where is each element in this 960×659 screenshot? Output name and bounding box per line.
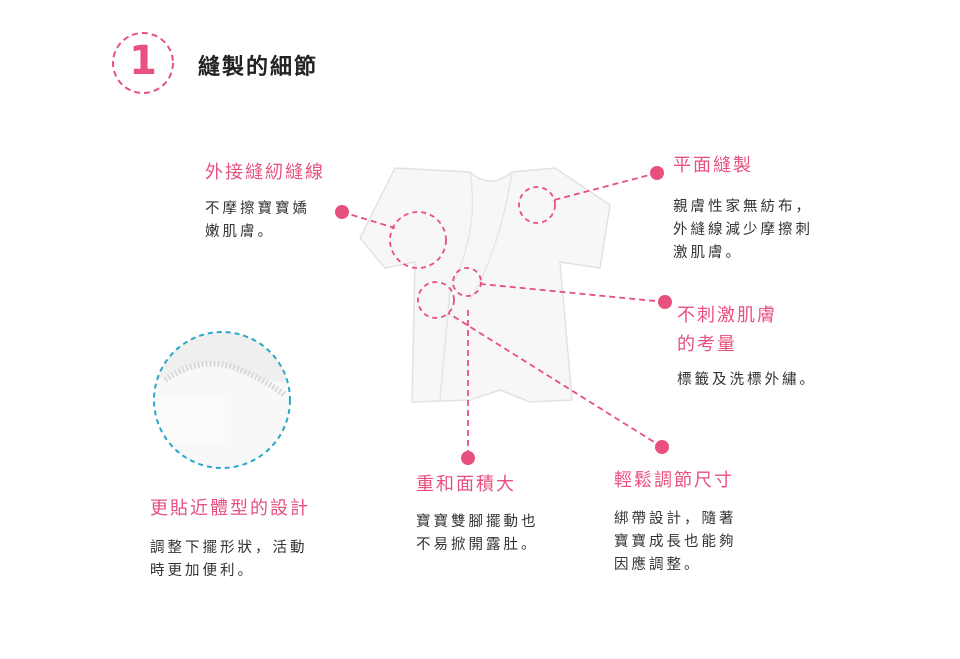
text-line: 寶寶雙腳擺動也: [416, 514, 539, 530]
callout-heading-adjustable: 輕鬆調節尺寸: [614, 470, 734, 491]
section-number-ring: [112, 32, 174, 94]
callout-dot: [650, 166, 664, 180]
detail-circle-tie: [417, 281, 455, 319]
detail-circle-outer-seam: [389, 211, 447, 269]
callout-dot: [655, 440, 669, 454]
detail-circle-label: [452, 267, 482, 297]
callout-dot: [461, 451, 475, 465]
callout-text-adjustable: 綁帶設計，隨著 寶寶成長也能夠 因應調整。: [614, 508, 737, 577]
callout-heading-outer-seam: 外接縫紉縫線: [205, 162, 325, 183]
callout-text-outer-seam: 不摩擦寶寶嬌 嫩肌膚。: [205, 198, 310, 244]
text-line: 嫩肌膚。: [205, 224, 275, 240]
leader-line-adjustable: [447, 312, 663, 448]
photo-ring: [153, 331, 291, 469]
callout-heading-large-overlap: 重和面積大: [416, 474, 516, 495]
text-line: 因應調整。: [614, 557, 702, 573]
text-line: 寶寶成長也能夠: [614, 534, 737, 550]
leader-line-non-irritating: [480, 283, 666, 303]
callout-dot: [658, 295, 672, 309]
callout-text-flat-sewing: 親膚性家無紡布， 外縫線減少摩擦刺 激肌膚。: [673, 196, 813, 265]
text-line: 標籤及洗標外繡。: [677, 372, 817, 388]
leader-line-flat-sewing: [553, 172, 658, 201]
callout-text-large-overlap: 寶寶雙腳擺動也 不易掀開露肚。: [416, 511, 539, 557]
text-line: 激肌膚。: [673, 245, 743, 261]
callout-heading-flat-sewing: 平面縫製: [673, 155, 753, 176]
text-line: 外縫線減少摩擦刺: [673, 222, 813, 238]
text-line: 時更加便利。: [150, 563, 255, 579]
text-line: 親膚性家無紡布，: [673, 199, 813, 215]
section-title: 縫製的細節: [198, 55, 319, 80]
heading-line: 不刺激肌膚: [677, 305, 777, 326]
heading-line: 的考量: [677, 334, 737, 355]
text-line: 不易掀開露肚。: [416, 537, 539, 553]
text-line: 不摩擦寶寶嬌: [205, 201, 310, 217]
callout-text-body-fit: 調整下擺形狀，活動 時更加便利。: [150, 537, 308, 583]
fabric-closeup-photo: [154, 332, 290, 468]
callout-heading-non-irritating: 不刺激肌膚 的考量: [677, 301, 777, 359]
callout-dot: [335, 205, 349, 219]
text-line: 調整下擺形狀，活動: [150, 540, 308, 556]
text-line: 綁帶設計，隨著: [614, 511, 737, 527]
detail-circle-flat-sewing: [518, 186, 556, 224]
section-number: 1: [129, 38, 157, 84]
callout-heading-body-fit: 更貼近體型的設計: [150, 498, 310, 519]
callout-text-non-irritating: 標籤及洗標外繡。: [677, 369, 817, 392]
